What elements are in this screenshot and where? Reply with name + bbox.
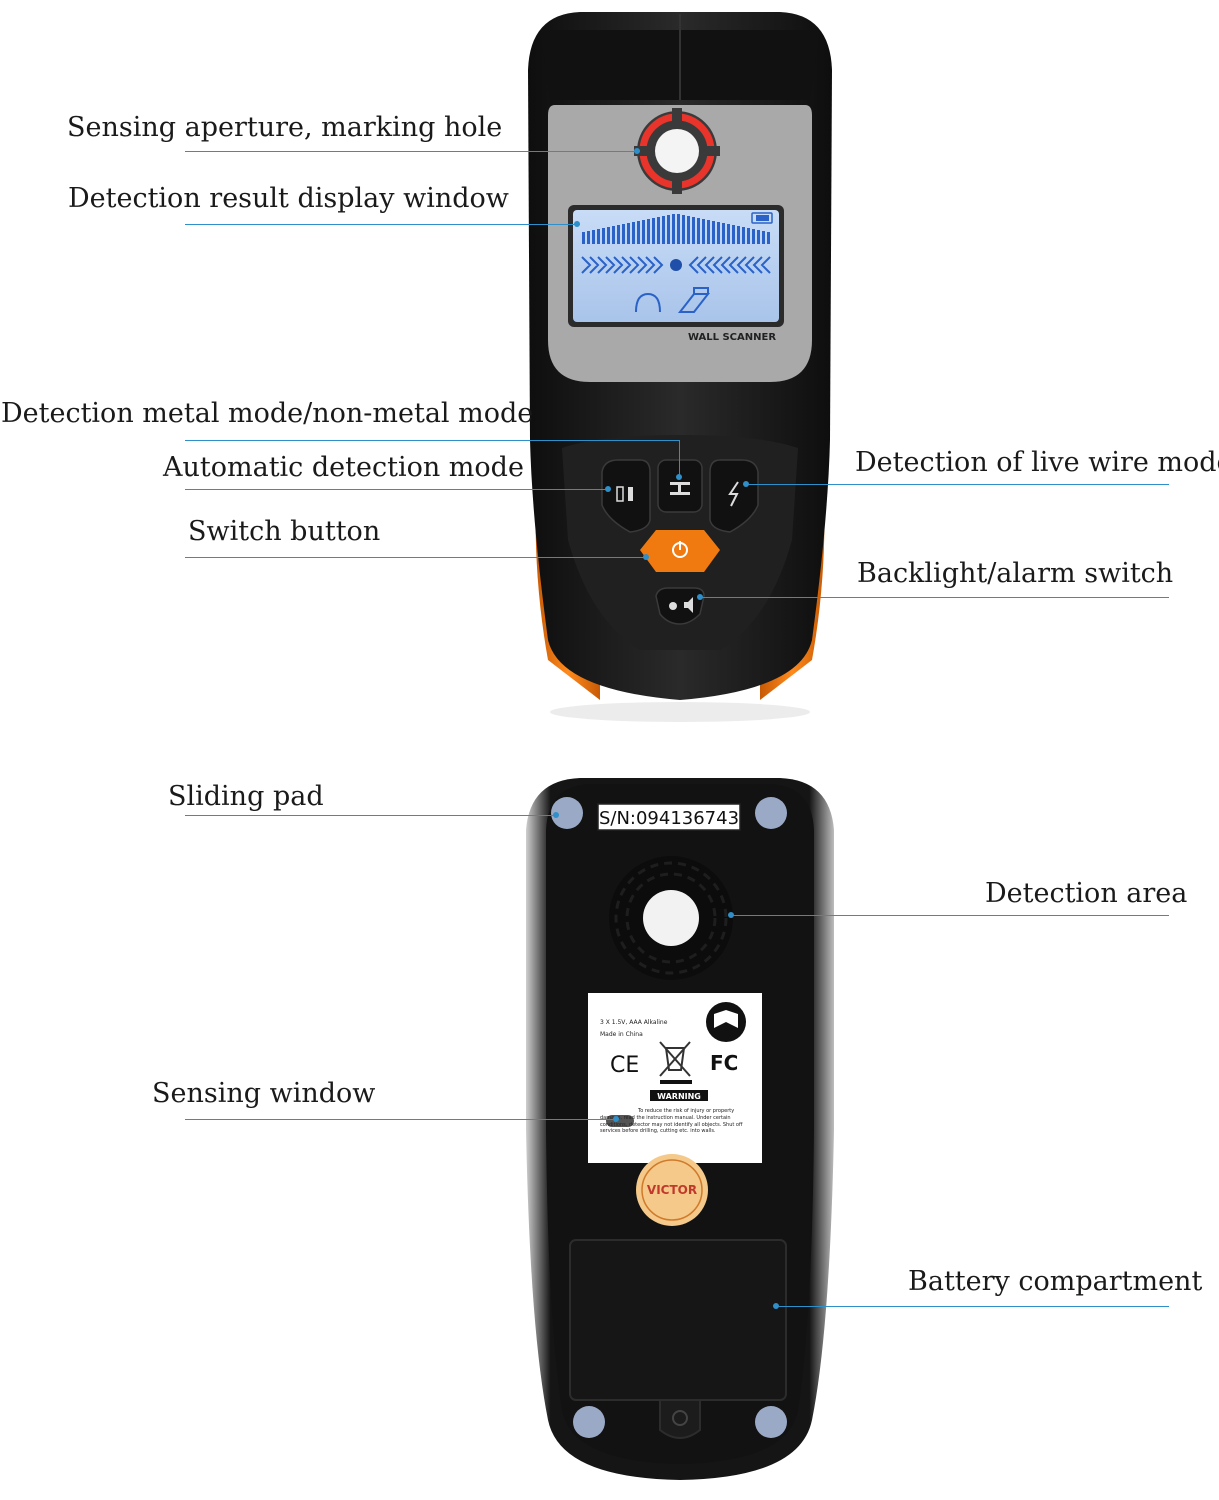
label-backlight: Backlight/alarm switch [857,558,1174,589]
made-in-text: Made in China [600,1031,643,1038]
display-window [568,205,784,327]
weee-bin-icon [659,1041,691,1077]
leader-detection-area [731,915,1169,916]
center-dot-icon [670,259,682,271]
label-display-window: Detection result display window [68,183,509,214]
leader-dot [743,481,749,487]
battery-icon [751,212,773,224]
detection-area [609,856,733,980]
signal-bars [582,214,770,244]
magnet-icon [635,292,661,313]
speaker-icon [684,597,693,613]
battery-spec-text: 3 X 1.5V, AAA Alkaline [600,1019,668,1026]
brand-seal-text: VICTOR [647,1183,697,1197]
leader-live-wire [746,484,1169,485]
wall-scanner-text: WALL SCANNER [688,332,776,343]
auto-mode-button[interactable] [601,459,651,533]
info-sticker: 3 X 1.5V, AAA Alkaline Made in China CE … [588,993,762,1163]
ce-mark: CE [610,1053,639,1078]
direction-chevrons [581,256,771,274]
leader-sensing-window [185,1119,617,1120]
label-switch-button: Switch button [188,516,381,547]
leader-metal-mode-v [679,440,680,478]
leader-switch-button [185,557,647,558]
leader-sliding-pad [185,815,557,816]
warning-text-box: To reduce the risk of injury or property… [600,1108,743,1135]
label-detection-area: Detection area [985,878,1188,909]
leader-dot [574,221,580,227]
label-battery: Battery compartment [908,1266,1203,1297]
label-sensing-window: Sensing window [152,1078,376,1109]
leader-dot [697,594,703,600]
leader-battery [776,1306,1169,1307]
label-auto-mode: Automatic detection mode [163,452,524,483]
battery-compartment [569,1239,787,1439]
leader-dot [773,1303,779,1309]
label-metal-mode: Detection metal mode/non-metal mode [1,398,534,429]
sliding-pad [551,797,787,1438]
metal-mode-button[interactable] [657,459,703,513]
warning-text: To reduce the risk of injury or property… [600,1108,743,1135]
screw-icon [672,1410,688,1426]
wood-icon [677,287,711,313]
front-device: WALL SCANNER [528,12,832,722]
fcc-mark: FC [710,1051,738,1075]
light-icon [669,602,677,610]
backlight-alarm-button[interactable] [655,587,705,625]
leader-sensing-aperture [185,151,640,152]
leader-auto-mode [185,489,609,490]
live-wire-button[interactable] [709,459,759,533]
leader-dot [605,486,611,492]
leader-dot [553,812,559,818]
leader-display-window [185,224,580,225]
leader-dot [728,912,734,918]
sensing-aperture [634,108,720,194]
serial-label: S/N:094136743 [597,803,741,831]
brand-seal: VICTOR [636,1154,708,1226]
warning-title: WARNING [657,1092,701,1101]
leader-dot [643,554,649,560]
leader-dot [613,1116,619,1122]
leader-metal-mode [185,440,679,441]
back-device: S/N:094136743 3 X 1.5V, AAA Alkaline Mad… [526,778,834,1480]
serial-number: S/N:094136743 [599,808,739,829]
label-live-wire: Detection of live wire mode [855,447,1219,478]
leader-dot [676,474,682,480]
label-sensing-aperture: Sensing aperture, marking hole [67,112,503,143]
power-button[interactable] [640,530,720,572]
lightning-icon [728,481,739,507]
label-sliding-pad: Sliding pad [168,781,324,812]
leader-dot [634,148,640,154]
leader-backlight [700,597,1169,598]
